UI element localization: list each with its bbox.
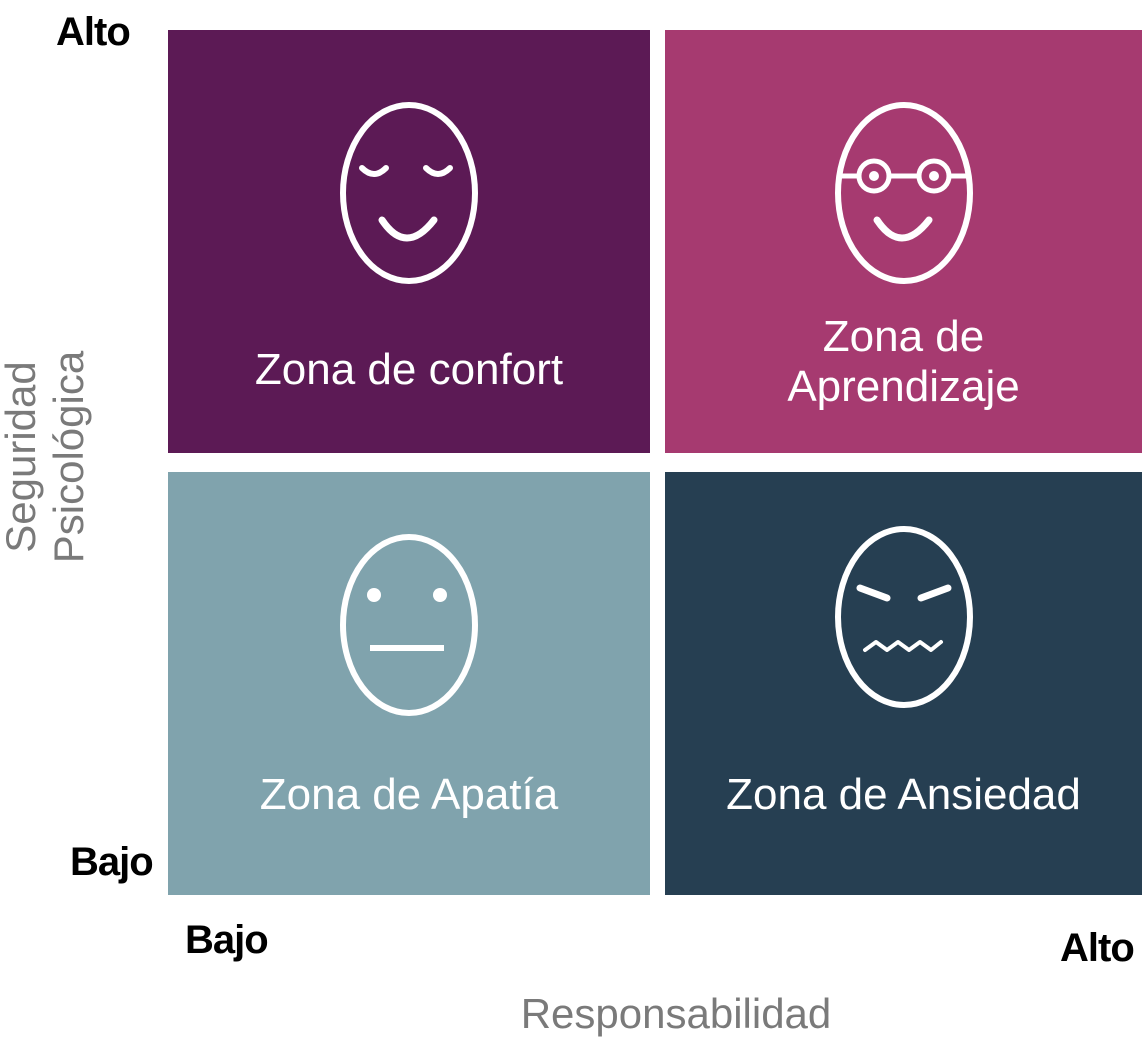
quadrant-anxiety-zone: Zona de Ansiedad — [665, 472, 1142, 895]
comfort-zone-label: Zona de confort — [254, 345, 564, 394]
learning-zone-label: Zona de Aprendizaje — [787, 312, 1020, 411]
neutral-face-icon — [340, 534, 478, 716]
x-axis-low-label: Bajo — [185, 918, 269, 962]
relaxed-face-icon — [340, 102, 478, 284]
y-axis-low-label: Bajo — [70, 840, 154, 884]
quadrant-learning-zone: Zona de Aprendizaje — [665, 30, 1142, 453]
glasses-smiling-face-icon — [834, 102, 973, 284]
quadrant-apathy-zone: Zona de Apatía — [168, 472, 650, 895]
anxious-face-icon — [834, 526, 973, 708]
apathy-zone-label: Zona de Apatía — [259, 770, 559, 819]
quadrant-comfort-zone: Zona de confort — [168, 30, 650, 453]
y-axis-title: Seguridad Psicológica — [0, 350, 92, 564]
x-axis-high-label: Alto — [1060, 926, 1135, 970]
x-axis-title: Responsabilidad — [520, 990, 832, 1037]
anxiety-zone-label: Zona de Ansiedad — [726, 770, 1081, 819]
y-axis-high-label: Alto — [56, 10, 131, 54]
